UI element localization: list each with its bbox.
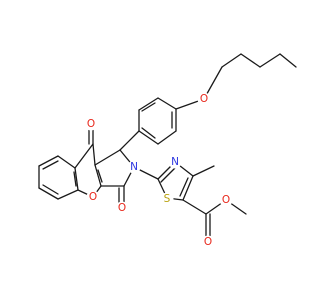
- atom-label: O: [89, 191, 97, 203]
- bond: [119, 130, 140, 151]
- atom-label: S: [164, 193, 171, 205]
- ether-oxygen-atom: O: [197, 92, 211, 106]
- bond: [192, 165, 215, 177]
- bond: [138, 130, 159, 145]
- ester-oxygen-atom: O: [219, 193, 233, 207]
- bond: [259, 53, 281, 68]
- bond: [92, 143, 96, 166]
- chemical-structure-diagram: O O O O N N S O: [38, 53, 297, 249]
- atom-label: O: [200, 93, 208, 105]
- bond: [42, 160, 59, 170]
- bond-layer: [38, 53, 297, 238]
- bond: [279, 53, 297, 68]
- bond: [97, 169, 103, 183]
- atom-label: O: [204, 236, 212, 248]
- bond: [141, 127, 156, 139]
- atom-label: O: [222, 194, 230, 206]
- bond: [38, 155, 59, 167]
- bond: [182, 199, 207, 215]
- atom-label: O: [87, 118, 95, 130]
- atom-label: N: [130, 161, 138, 173]
- bond: [74, 143, 94, 169]
- bond: [221, 53, 242, 68]
- bond: [157, 97, 177, 110]
- bond: [38, 187, 59, 200]
- bond: [73, 171, 77, 187]
- atom-label: N: [171, 156, 179, 168]
- atom-label-layer: O O O O N N S O: [84, 92, 233, 249]
- ketone-oxygen-atom: O: [84, 117, 98, 131]
- atom-label: O: [118, 202, 126, 214]
- bond: [240, 53, 261, 68]
- bond: [57, 155, 76, 169]
- lactam-nitrogen-atom: N: [127, 160, 141, 174]
- bond: [160, 166, 177, 183]
- pyran-oxygen-atom: O: [86, 190, 100, 204]
- bond: [57, 189, 79, 200]
- thiazole-sulfur-atom: S: [160, 192, 174, 206]
- ester-carbonyl-oxygen-atom: O: [201, 235, 215, 249]
- bond: [94, 149, 121, 166]
- bond: [74, 167, 79, 191]
- bond: [179, 177, 189, 197]
- bond: [157, 130, 177, 145]
- lactam-oxygen-atom: O: [115, 201, 129, 215]
- bond: [141, 102, 156, 112]
- bond: [138, 97, 159, 111]
- thiazole-nitrogen-atom: N: [168, 155, 182, 169]
- bond: [42, 184, 59, 195]
- bond: [182, 175, 194, 201]
- bond: [94, 164, 102, 187]
